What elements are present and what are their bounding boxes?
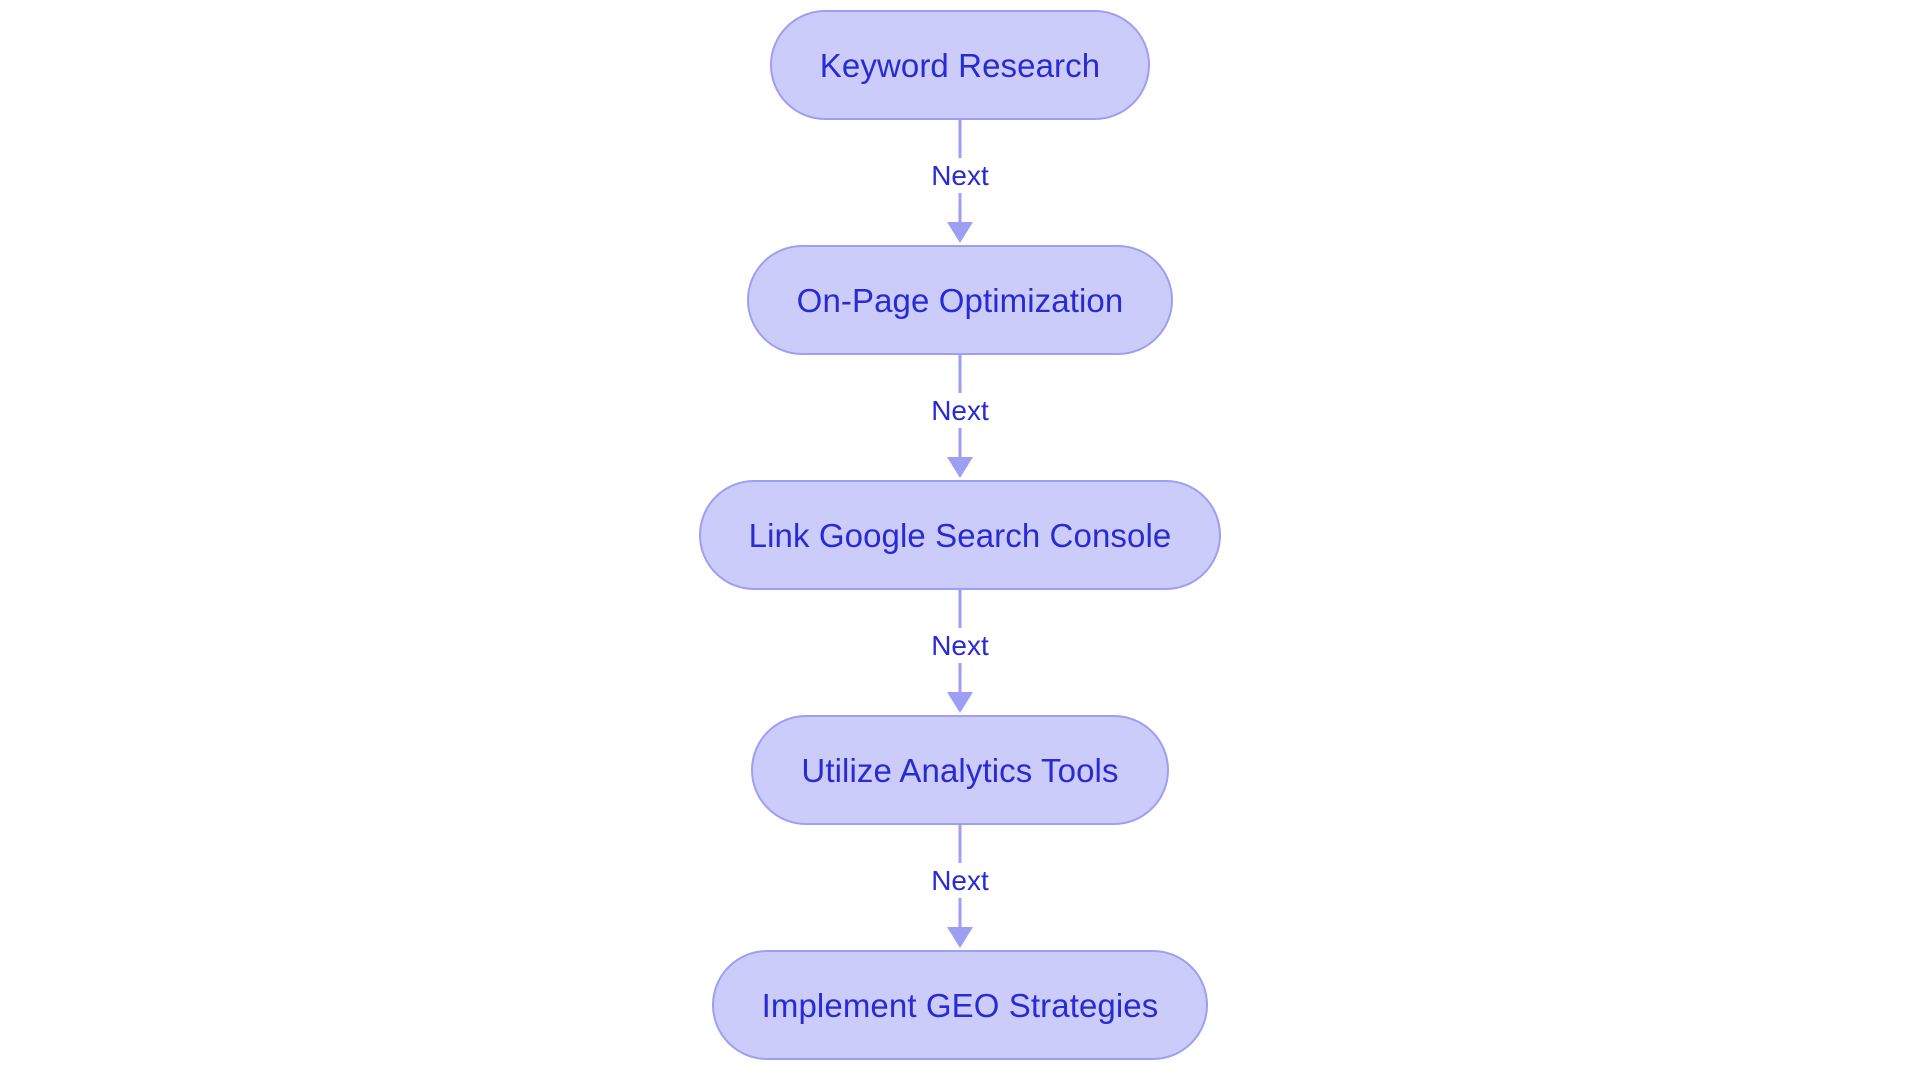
flow-node-label: On-Page Optimization xyxy=(796,281,1124,319)
flow-node-keyword-research[interactable]: Keyword Research xyxy=(769,10,1151,120)
arrow-down-icon xyxy=(947,457,973,478)
flow-connector-4: Next xyxy=(840,825,1080,950)
edge-label: Next xyxy=(922,863,998,899)
flow-node-link-google-search-console[interactable]: Link Google Search Console xyxy=(698,480,1222,590)
flow-node-label: Link Google Search Console xyxy=(748,516,1172,554)
flow-node-utilize-analytics-tools[interactable]: Utilize Analytics Tools xyxy=(751,715,1169,825)
flow-connector-1: Next xyxy=(840,120,1080,245)
flow-node-label: Utilize Analytics Tools xyxy=(801,751,1119,789)
arrow-down-icon xyxy=(947,927,973,948)
edge-label: Next xyxy=(922,393,998,429)
flow-node-label: Keyword Research xyxy=(819,46,1101,84)
flow-connector-3: Next xyxy=(840,590,1080,715)
flow-connector-2: Next xyxy=(840,355,1080,480)
flow-node-label: Implement GEO Strategies xyxy=(761,986,1159,1024)
arrow-down-icon xyxy=(947,222,973,243)
flow-node-on-page-optimization[interactable]: On-Page Optimization xyxy=(746,245,1174,355)
edge-label: Next xyxy=(922,628,998,664)
edge-label: Next xyxy=(922,158,998,194)
arrow-down-icon xyxy=(947,692,973,713)
flow-node-implement-geo-strategies[interactable]: Implement GEO Strategies xyxy=(711,950,1209,1060)
